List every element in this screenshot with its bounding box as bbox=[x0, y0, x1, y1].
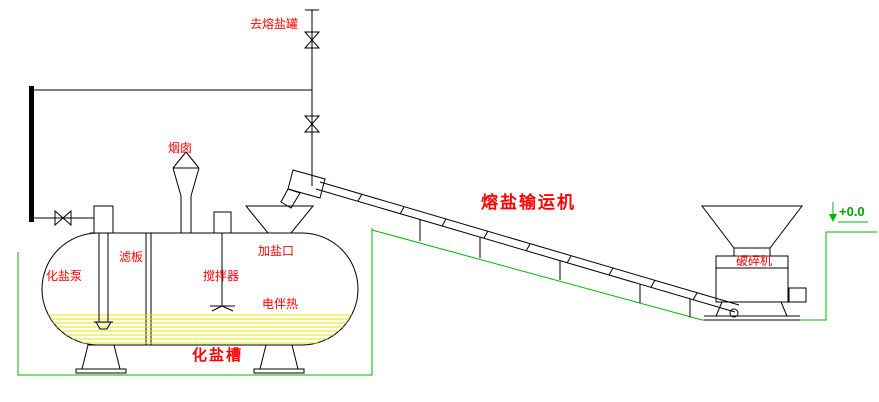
ground-outline bbox=[17, 228, 877, 376]
label-crusher: 破碎机 bbox=[736, 254, 773, 268]
pump-discharge-line bbox=[34, 209, 94, 227]
crusher-unit bbox=[700, 205, 807, 321]
label-salt-pump: 化盐泵 bbox=[46, 269, 83, 283]
liquid-level-hatch bbox=[42, 314, 358, 344]
conveyor-legs bbox=[419, 220, 691, 317]
label-salt-feed-port: 加盐口 bbox=[258, 244, 295, 258]
label-electric-heat-tracing: 电伴热 bbox=[262, 297, 299, 311]
agitator-unit bbox=[210, 211, 235, 312]
label-to-molten-salt-tank: 去熔盐罐 bbox=[250, 17, 299, 31]
elevation-marker-icon bbox=[829, 202, 868, 223]
label-elevation-mark: +0.0 bbox=[839, 204, 865, 219]
salt-tank-vessel bbox=[41, 232, 359, 346]
pipe-valve-lower-icon bbox=[303, 115, 321, 133]
tank-supports bbox=[75, 344, 305, 374]
label-agitator: 搅拌器 bbox=[203, 269, 240, 283]
label-chimney: 烟囱 bbox=[168, 141, 193, 155]
salt-pump-unit bbox=[90, 205, 117, 330]
label-molten-salt-conveyor: 熔盐输运机 bbox=[481, 193, 576, 212]
insulated-riser-pipe bbox=[29, 86, 34, 222]
chimney-stack bbox=[172, 151, 200, 233]
label-filter-plate: 滤板 bbox=[119, 250, 144, 264]
conveyor-belt bbox=[315, 181, 740, 318]
label-salt-dissolving-tank: 化盐槽 bbox=[192, 347, 244, 364]
feed-funnel bbox=[244, 205, 315, 234]
pipe-valve-upper-icon bbox=[303, 31, 321, 49]
conveyor-head bbox=[280, 169, 326, 209]
transfer-pipe bbox=[33, 9, 319, 186]
